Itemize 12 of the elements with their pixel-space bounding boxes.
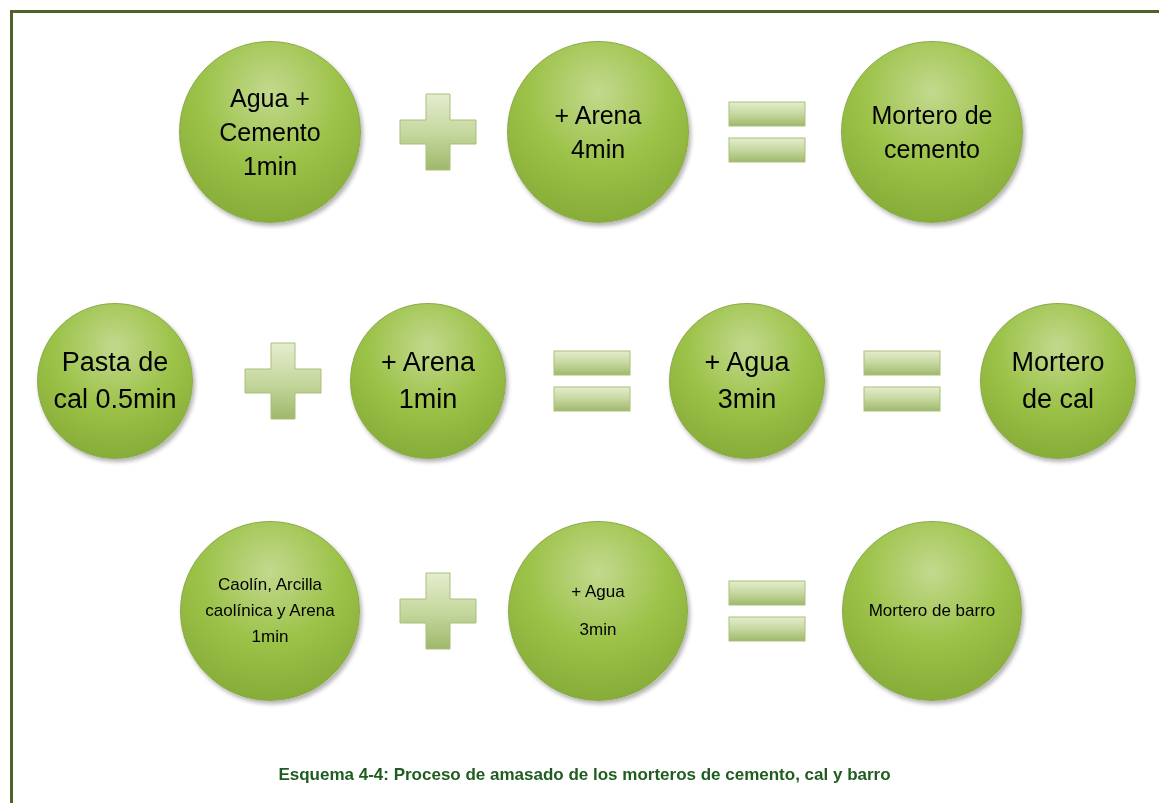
node-text: Pasta de cal 0.5min [52,346,178,416]
node-text: + Agua [570,581,626,603]
node-text: + Arena 4min [553,100,643,165]
node-text: Caolín, Arcilla caolínica y Arena 1min [205,574,335,648]
node-text: Mortero de cal [1010,346,1106,416]
node-text: 3min [578,619,618,641]
node-text: + Arena 1min [380,346,476,416]
caption: Esquema 4-4: Proceso de amasado de los morteros de cemento, cal y barro [278,765,891,784]
node-text: + Agua 3min [703,346,791,416]
node-text: Mortero de cemento [870,100,994,165]
node-text: Agua + Cemento 1min [218,83,322,182]
node-text: Mortero de barro [867,600,997,622]
